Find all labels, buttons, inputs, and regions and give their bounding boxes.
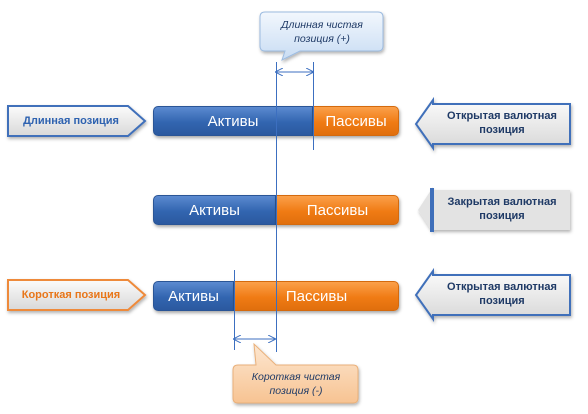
short-position-arrow	[7, 279, 147, 311]
assets-bar-row3: Активы	[153, 281, 234, 311]
short-net-callout-text: Короткая чистая позиция (-)	[251, 371, 341, 397]
liabilities-bar-row3: Пассивы	[234, 281, 399, 311]
long-position-label: Длинная позиция	[23, 115, 119, 127]
liabilities-bar-row2: Пассивы	[276, 195, 399, 225]
open-position-label-2: Открытая валютная позиция	[447, 281, 557, 307]
closed-position-label: Закрытая валютная позиция	[447, 196, 557, 222]
short-guide-line	[234, 270, 235, 350]
assets-bar-row2: Активы	[153, 195, 276, 225]
closed-position-arrow	[418, 187, 570, 233]
open-position-arrow-1	[414, 96, 571, 152]
center-guide-line	[276, 62, 277, 352]
short-position-label: Короткая позиция	[21, 289, 121, 301]
long-net-callout-text: Длинная чистая позиция (+)	[281, 19, 363, 45]
assets-bar-row1: Активы	[153, 106, 313, 136]
short-net-callout-shape	[232, 342, 359, 404]
long-position-arrow	[7, 105, 147, 137]
open-position-arrow-2	[414, 267, 571, 323]
long-guide-line	[313, 62, 314, 150]
open-position-label-1: Открытая валютная позиция	[447, 110, 557, 136]
liabilities-bar-row1: Пассивы	[313, 106, 399, 136]
closed-position-arrow-bar	[430, 188, 434, 232]
long-net-callout-shape	[259, 11, 384, 61]
